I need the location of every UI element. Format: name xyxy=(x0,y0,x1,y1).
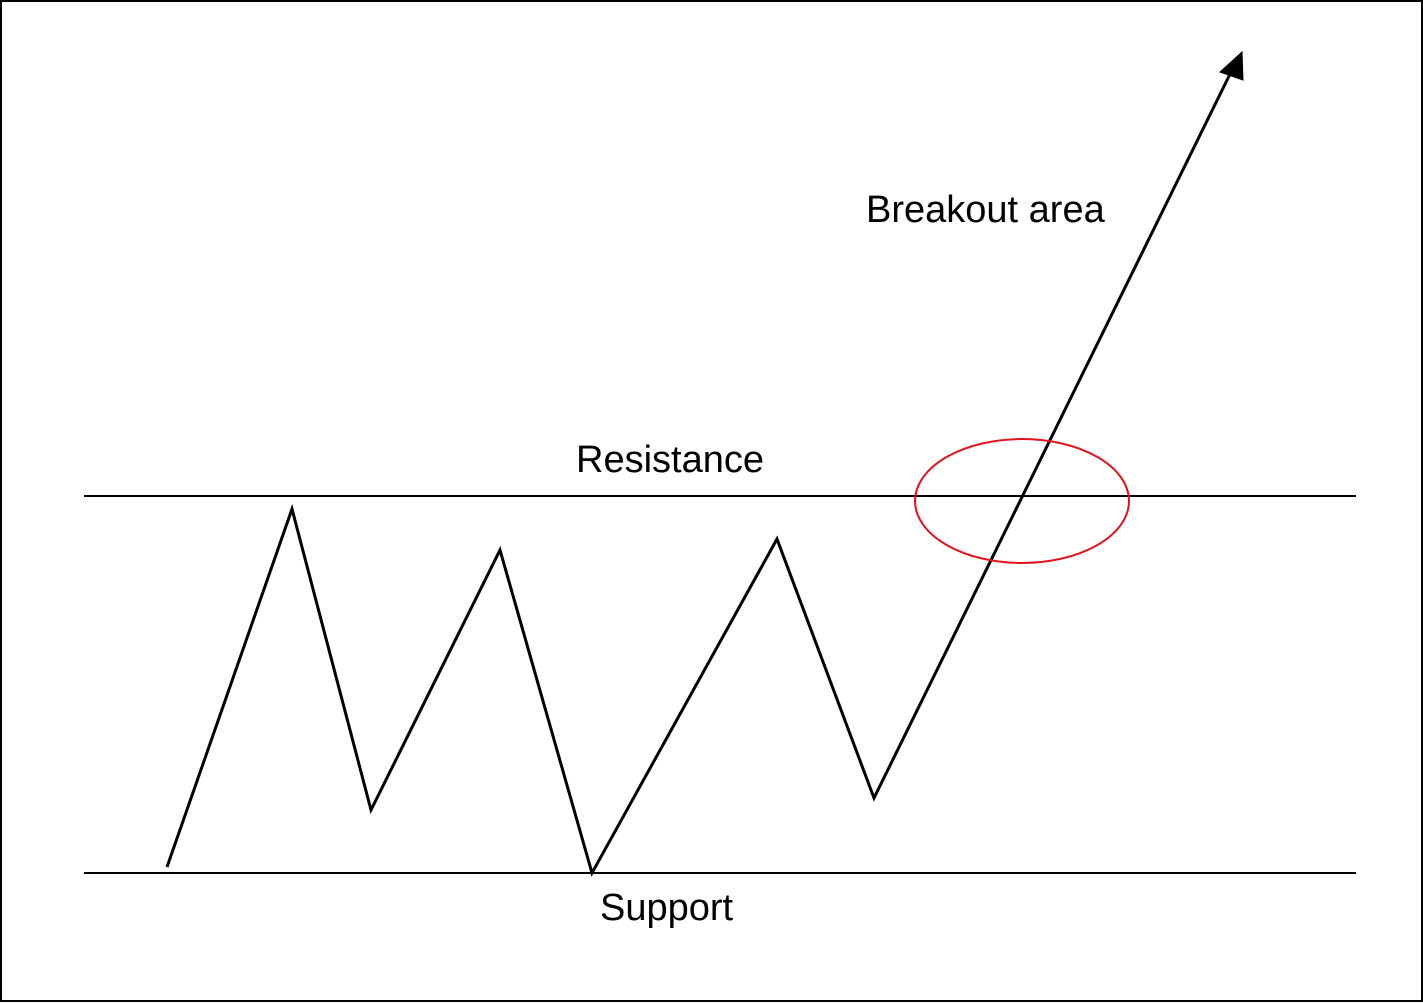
price-path xyxy=(165,69,1234,877)
breakout-area-label: Breakout area xyxy=(866,189,1105,231)
resistance-label: Resistance xyxy=(576,439,764,481)
breakout-highlight-ellipse xyxy=(914,438,1130,564)
arrowhead-icon xyxy=(1219,50,1244,81)
support-label: Support xyxy=(600,887,734,929)
